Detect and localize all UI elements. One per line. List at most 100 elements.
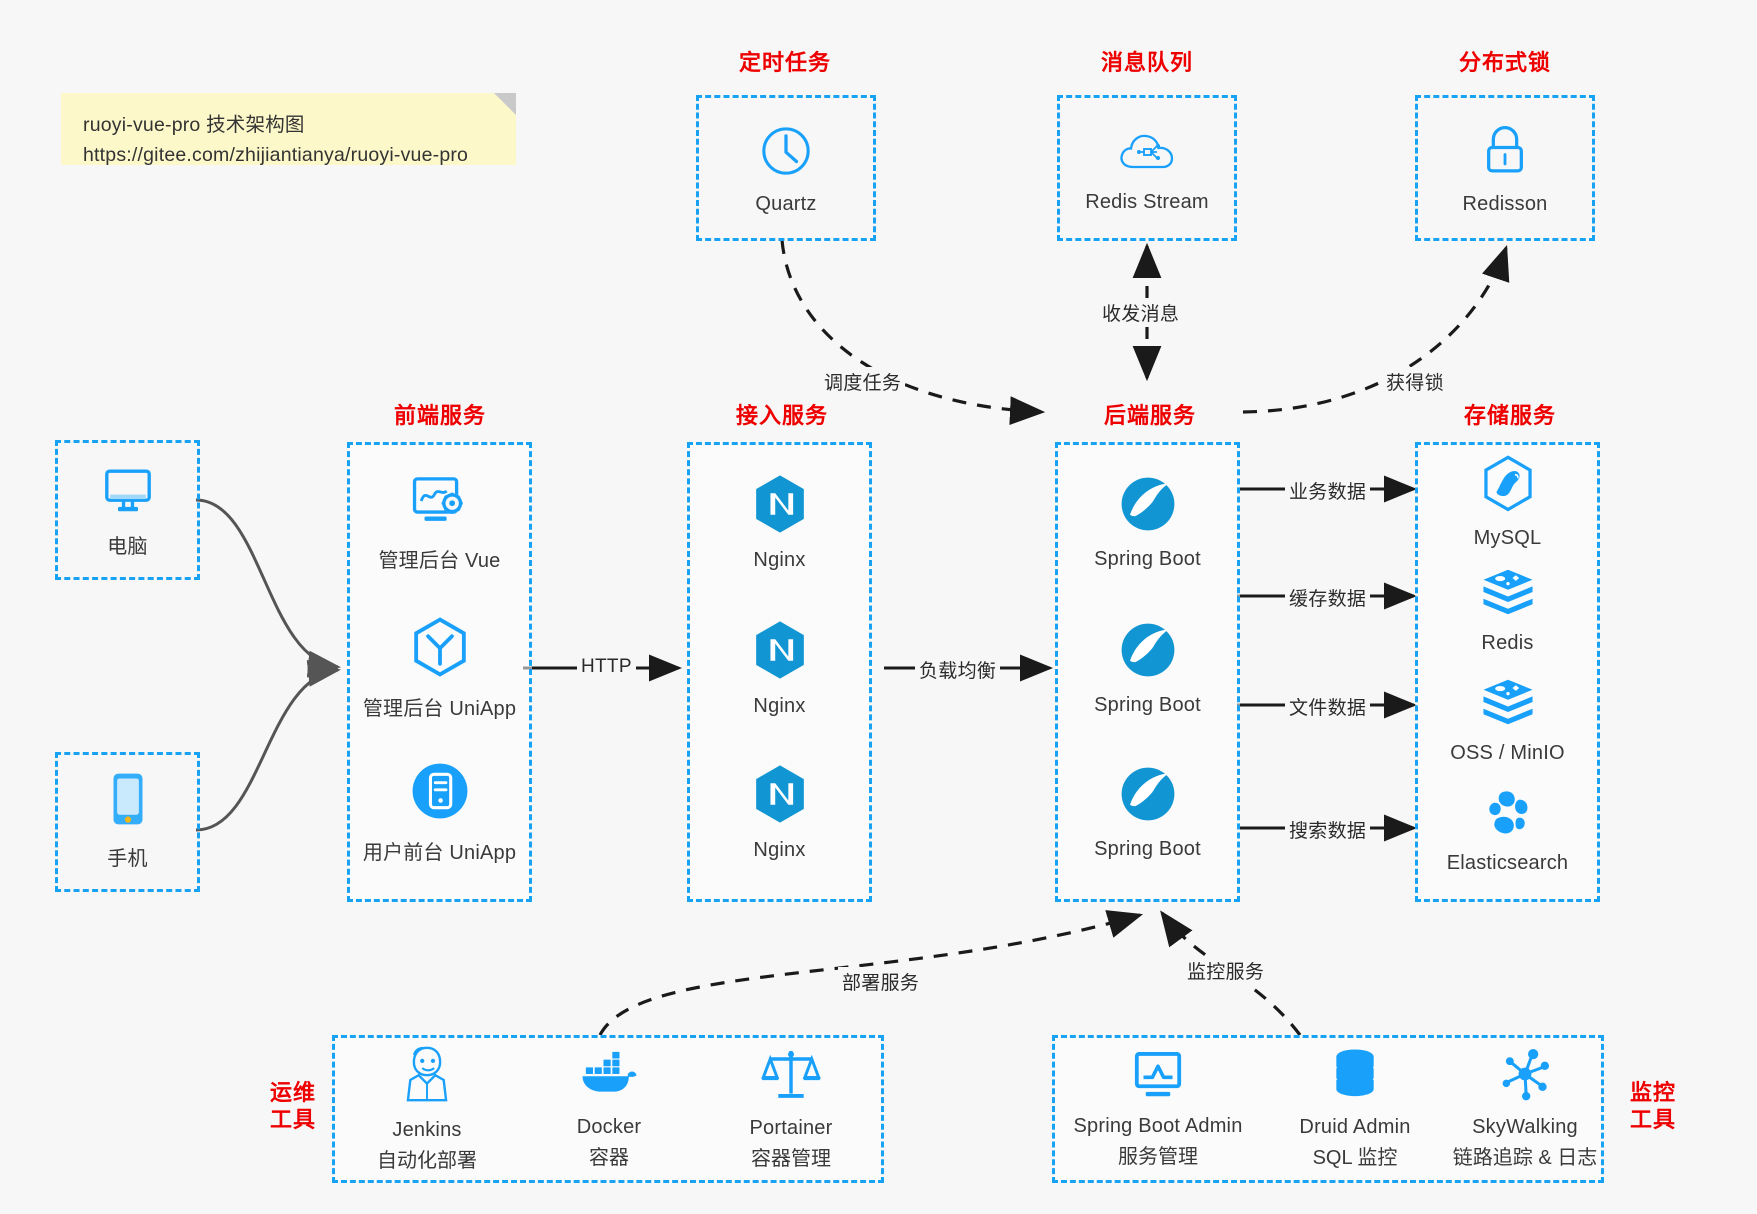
- redis-stack-icon: [1479, 566, 1537, 623]
- node-label: 电脑: [107, 535, 148, 558]
- group-title-devops-line2: 工具: [269, 1106, 316, 1132]
- node-label: OSS / MinIO: [1450, 741, 1565, 764]
- spring-boot-icon: [1118, 764, 1178, 829]
- node-label: Spring Boot: [1094, 837, 1201, 860]
- node-nginx-2[interactable]: Nginx: [687, 608, 872, 728]
- node-redis[interactable]: Redis: [1415, 560, 1600, 660]
- scales-icon: [761, 1045, 821, 1108]
- mysql-dolphin-icon: [1480, 454, 1536, 518]
- node-spring-boot-1[interactable]: Spring Boot: [1055, 462, 1240, 582]
- group-box-message-queue: [1057, 95, 1237, 241]
- node-label: Nginx: [753, 694, 806, 717]
- mobile-circle-icon: [409, 760, 471, 827]
- elasticsearch-cluster-icon: [1481, 786, 1535, 843]
- group-title-message-queue: 消息队列: [1100, 50, 1193, 75]
- network-nodes-icon: [1497, 1046, 1553, 1107]
- edge-label-file-data: 文件数据: [1285, 692, 1371, 721]
- node-spring-boot-3[interactable]: Spring Boot: [1055, 752, 1240, 872]
- group-title-backend: 后端服务: [1103, 403, 1196, 428]
- edge-label-monitor-service: 监控服务: [1183, 956, 1269, 985]
- node-label: Druid Admin: [1299, 1116, 1411, 1138]
- node-label: 用户前台 UniApp: [362, 841, 517, 864]
- node-admin-vue[interactable]: 管理后台 Vue: [347, 462, 532, 582]
- group-title-devops: 运维 工具: [258, 1080, 328, 1134]
- node-sublabel: 自动化部署: [377, 1150, 477, 1172]
- node-sublabel: 容器: [589, 1147, 629, 1169]
- node-spring-boot-admin[interactable]: Spring Boot Admin 服务管理: [1058, 1043, 1258, 1173]
- desktop-monitor-icon: [99, 462, 157, 521]
- clock-icon: [758, 123, 814, 184]
- group-title-monitoring-line2: 工具: [1629, 1106, 1676, 1132]
- node-sublabel: 服务管理: [1118, 1146, 1198, 1168]
- node-redis-stream[interactable]: Redis Stream: [1057, 105, 1237, 233]
- smartphone-icon: [105, 770, 151, 833]
- spring-boot-icon: [1118, 620, 1178, 685]
- node-mobile[interactable]: 手机: [55, 758, 200, 882]
- cloud-network-icon: [1117, 125, 1177, 182]
- edge-label-biz-data: 业务数据: [1285, 476, 1371, 505]
- node-nginx-1[interactable]: Nginx: [687, 462, 872, 582]
- node-label: Docker: [576, 1116, 642, 1138]
- node-label: Spring Boot: [1094, 547, 1201, 570]
- group-title-monitoring: 监控 工具: [1618, 1080, 1688, 1134]
- edge-label-search-data: 搜索数据: [1285, 815, 1371, 844]
- node-docker[interactable]: Docker 容器: [524, 1043, 694, 1173]
- node-label: Spring Boot: [1094, 693, 1201, 716]
- node-label: 管理后台 UniApp: [362, 697, 517, 720]
- node-spring-boot-2[interactable]: Spring Boot: [1055, 608, 1240, 728]
- nginx-icon: [751, 763, 809, 830]
- group-box-scheduled-task: [696, 95, 876, 241]
- group-title-gateway: 接入服务: [735, 403, 828, 428]
- group-box-distributed-lock: [1415, 95, 1595, 241]
- group-title-monitoring-line1: 监控: [1629, 1080, 1676, 1105]
- note-title: ruoyi-vue-pro 技术架构图: [83, 114, 305, 136]
- node-admin-uniapp[interactable]: 管理后台 UniApp: [347, 608, 532, 728]
- node-skywalking[interactable]: SkyWalking 链路追踪 & 日志: [1440, 1043, 1610, 1173]
- edge-label-deploy-service: 部署服务: [838, 967, 924, 996]
- database-cylinder-icon: [1328, 1046, 1382, 1107]
- edge-label-send-receive-message: 收发消息: [1098, 298, 1184, 327]
- group-title-frontend: 前端服务: [393, 403, 486, 428]
- node-quartz[interactable]: Quartz: [696, 105, 876, 233]
- node-label: Nginx: [753, 838, 806, 861]
- edge-label-acquire-lock: 获得锁: [1382, 367, 1448, 396]
- node-sublabel: 链路追踪 & 日志: [1452, 1147, 1598, 1169]
- group-title-devops-line1: 运维: [269, 1080, 316, 1105]
- edge-label-cache-data: 缓存数据: [1285, 583, 1371, 612]
- dashboard-gear-icon: [409, 472, 471, 535]
- group-title-storage: 存储服务: [1463, 403, 1556, 428]
- node-nginx-3[interactable]: Nginx: [687, 752, 872, 872]
- group-box-client-mobile: [55, 752, 200, 892]
- node-oss-minio[interactable]: OSS / MinIO: [1415, 670, 1600, 770]
- node-label: Spring Boot Admin: [1073, 1115, 1243, 1137]
- node-user-uniapp[interactable]: 用户前台 UniApp: [347, 752, 532, 872]
- node-redisson[interactable]: Redisson: [1415, 105, 1595, 233]
- group-title-distributed-lock: 分布式锁: [1458, 50, 1551, 75]
- node-mysql[interactable]: MySQL: [1415, 452, 1600, 552]
- node-label: 手机: [107, 847, 148, 870]
- node-label: Quartz: [755, 192, 817, 215]
- edge-label-http: HTTP: [577, 655, 636, 679]
- node-label: Jenkins: [392, 1119, 462, 1141]
- node-portainer[interactable]: Portainer 容器管理: [706, 1043, 876, 1173]
- node-sublabel: SQL 监控: [1312, 1147, 1398, 1169]
- node-druid-admin[interactable]: Druid Admin SQL 监控: [1270, 1043, 1440, 1173]
- node-label: MySQL: [1473, 526, 1542, 549]
- note-url: https://gitee.com/zhijiantianya/ruoyi-vu…: [83, 143, 469, 166]
- spring-boot-icon: [1118, 474, 1178, 539]
- nginx-icon: [751, 619, 809, 686]
- node-elasticsearch[interactable]: Elasticsearch: [1415, 780, 1600, 880]
- note-box: ruoyi-vue-pro 技术架构图 https://gitee.com/zh…: [61, 93, 516, 166]
- node-label: Redis Stream: [1085, 190, 1209, 213]
- lock-icon: [1479, 123, 1531, 184]
- node-desktop[interactable]: 电脑: [55, 448, 200, 572]
- node-label: Elasticsearch: [1446, 851, 1569, 874]
- node-sublabel: 容器管理: [751, 1148, 831, 1170]
- node-label: Redisson: [1462, 192, 1548, 215]
- node-label: Nginx: [753, 548, 806, 571]
- monitor-chart-icon: [1129, 1047, 1187, 1106]
- node-label: Redis: [1481, 631, 1534, 654]
- node-label: 管理后台 Vue: [378, 549, 501, 572]
- node-jenkins[interactable]: Jenkins 自动化部署: [342, 1043, 512, 1173]
